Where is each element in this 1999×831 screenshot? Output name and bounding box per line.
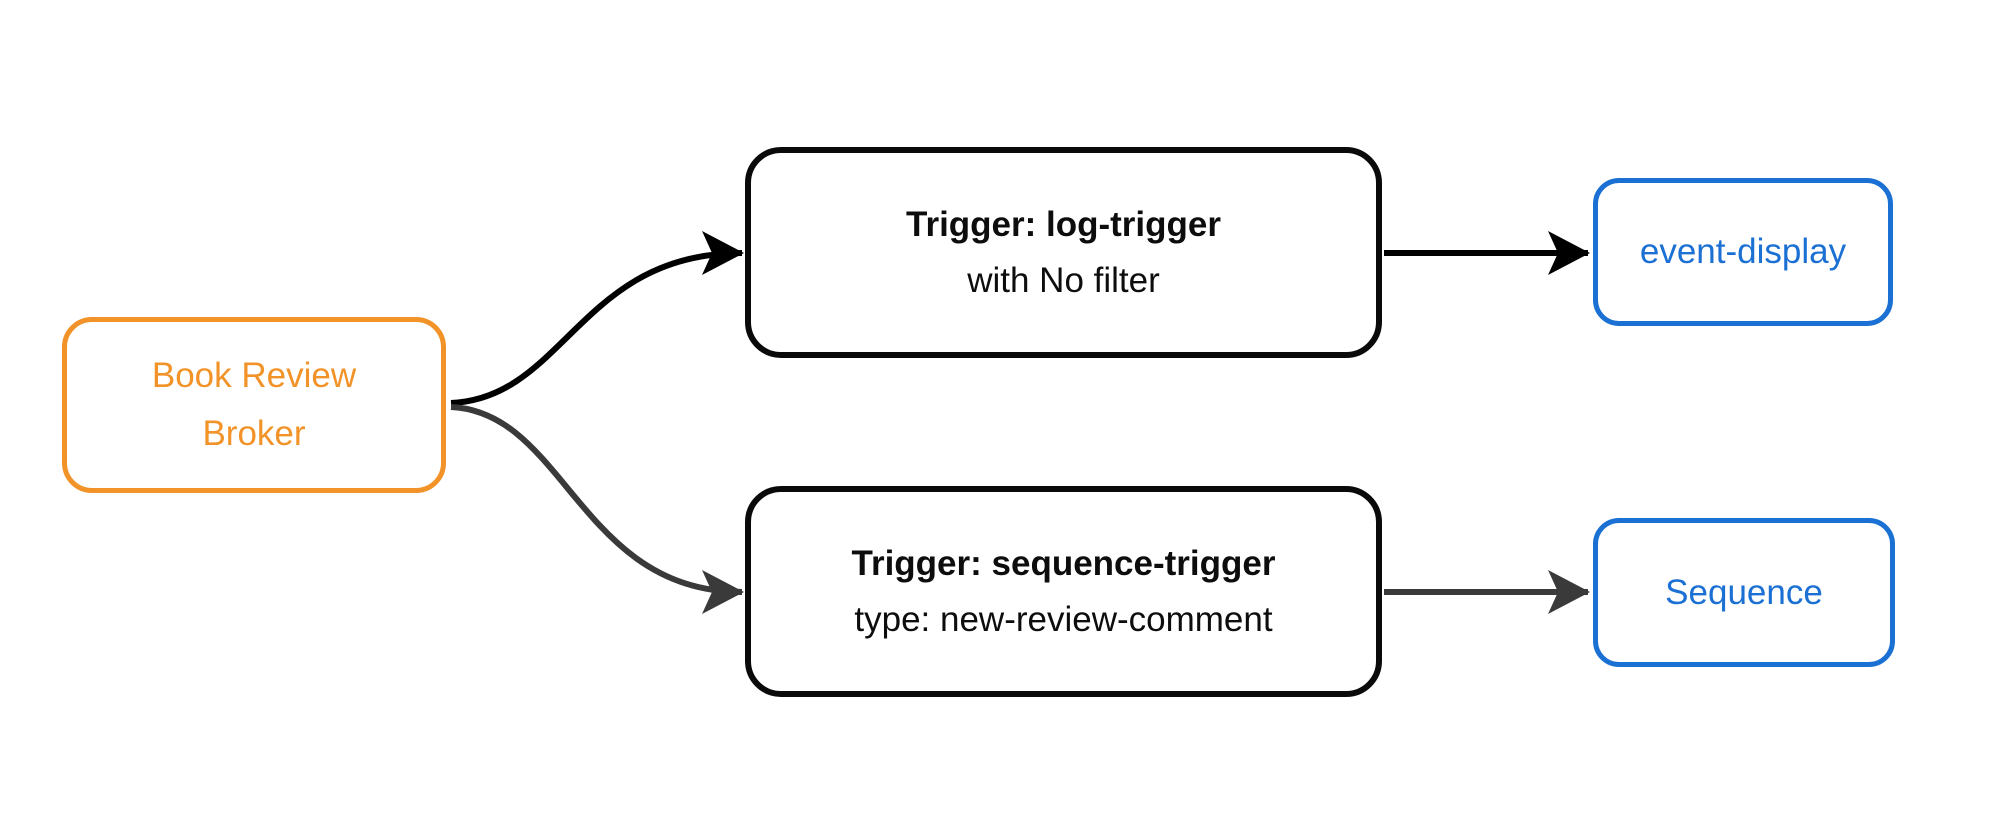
log-trigger-title: Trigger: log-trigger: [906, 204, 1221, 244]
sequence-trigger-subtitle: type: new-review-comment: [854, 599, 1273, 639]
edge-broker-to-sequence-trigger: [450, 404, 744, 614]
event-display-label: event-display: [1639, 232, 1847, 271]
sequence-trigger-title: Trigger: sequence-trigger: [851, 543, 1276, 583]
edge-broker-to-log-trigger: [450, 231, 744, 406]
sequence-node: Sequence: [1593, 518, 1895, 667]
broker-label: Book Review Broker: [151, 356, 357, 453]
sequence-label: Sequence: [1665, 572, 1823, 612]
broker-node: Book Review Broker: [62, 317, 446, 493]
log-trigger-node: Trigger: log-trigger with No filter: [745, 147, 1382, 358]
log-trigger-subtitle: with No filter: [967, 260, 1160, 300]
sequence-trigger-node: Trigger: sequence-trigger type: new-revi…: [745, 486, 1382, 697]
event-display-node: event-display: [1593, 178, 1893, 326]
